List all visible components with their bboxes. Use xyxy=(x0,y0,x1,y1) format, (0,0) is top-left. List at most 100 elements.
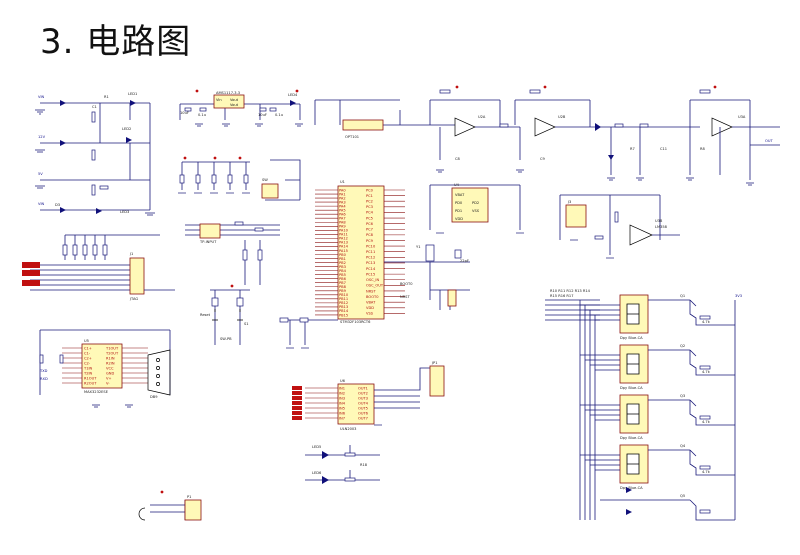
svg-text:Reset: Reset xyxy=(200,313,211,317)
driver-net-label xyxy=(292,401,302,405)
mcu-pin-label: PC15 xyxy=(366,272,375,276)
push-buttons: Reset S1 SW-PB xyxy=(200,284,250,345)
mcu-pin-label: PC14 xyxy=(366,267,376,271)
svg-text:SW: SW xyxy=(262,178,268,182)
mcu-pin-label: PB15 xyxy=(339,313,348,317)
svg-text:VBAT: VBAT xyxy=(455,193,465,197)
svg-text:C9: C9 xyxy=(540,157,546,161)
svg-text:U1: U1 xyxy=(340,180,345,184)
rs232-pin-label: C2- xyxy=(84,361,91,365)
svg-text:JTAG: JTAG xyxy=(129,297,138,301)
led-indicators: LED5 LED6 R18 xyxy=(305,445,380,484)
svg-text:LED1: LED1 xyxy=(128,92,137,96)
svg-text:P1: P1 xyxy=(187,495,191,499)
display-res-value: 4.7k xyxy=(702,370,711,374)
display-label: Dpy Blue-CA xyxy=(620,436,643,440)
driver-net-label xyxy=(292,416,302,420)
mcu-pin-label: PA14 xyxy=(339,245,349,249)
mcu-pin-label: PC2 xyxy=(366,200,373,204)
display-transistor-label: Q2 xyxy=(680,344,685,348)
mcu-pin-label: PC9 xyxy=(366,239,374,243)
mcu-pin-label: PA12 xyxy=(339,237,348,241)
rs232-pin-label: T1OUT xyxy=(105,346,119,350)
driver-net-label xyxy=(292,411,302,415)
rs232-pin-label: R1OUT xyxy=(84,376,97,380)
driver-block: U6 ULN2003 IN1IN2IN3IN4IN5IN6IN7OUT1OUT2… xyxy=(292,361,445,431)
svg-text:Vout: Vout xyxy=(230,98,239,102)
svg-text:J1: J1 xyxy=(129,252,133,256)
display-transistor-label: Q3 xyxy=(680,394,685,398)
mcu-pin-label: PA15 xyxy=(339,249,348,253)
svg-text:TXD: TXD xyxy=(39,369,48,373)
svg-text:LED6: LED6 xyxy=(312,471,322,475)
svg-text:VSS: VSS xyxy=(472,209,480,213)
svg-text:0.1u: 0.1u xyxy=(198,113,206,117)
mcu-pin-label: PA9 xyxy=(339,225,346,229)
svg-text:22pF: 22pF xyxy=(460,259,469,263)
driver-pin-label: OUT3 xyxy=(358,396,368,400)
driver-label: ULN2003 xyxy=(340,427,356,431)
svg-text:LM358: LM358 xyxy=(655,225,668,229)
svg-text:OUT: OUT xyxy=(765,139,773,143)
mcu-pin-label: PA4 xyxy=(339,204,346,208)
mcu-pin-label: PC6 xyxy=(366,222,374,226)
driver-net-label xyxy=(292,386,302,390)
svg-text:LED2: LED2 xyxy=(122,127,131,131)
mcu-pin-label: PA7 xyxy=(339,217,346,221)
svg-text:3V3: 3V3 xyxy=(735,294,742,298)
svg-text:JP1: JP1 xyxy=(431,361,438,365)
svg-text:12V: 12V xyxy=(38,135,46,139)
display-digit xyxy=(626,303,640,325)
display-res-value: 4.7k xyxy=(702,470,711,474)
driver-net-label xyxy=(292,391,302,395)
mcu-pin-label: PB10 xyxy=(339,293,349,297)
pullup-resistors xyxy=(178,156,250,194)
comparator-block: J3 U3B LM358 xyxy=(559,194,680,259)
driver-pin-label: OUT5 xyxy=(358,406,368,410)
driver-pin-label: IN3 xyxy=(339,396,345,400)
rs232-pin-label: R2OUT xyxy=(84,381,97,385)
display-wire xyxy=(648,449,735,476)
mcu-pin-label: PB2 xyxy=(339,261,346,265)
display-wire xyxy=(600,499,735,521)
sensor-chip xyxy=(342,119,384,131)
mcu-pin-label: PC13 xyxy=(366,261,375,265)
svg-text:Vin: Vin xyxy=(216,98,222,102)
mcu-pin-label: VSS xyxy=(366,312,374,316)
driver-pin-label: IN7 xyxy=(339,416,345,420)
mcu-pin-label: PB6 xyxy=(339,277,347,281)
driver-pin-label: IN1 xyxy=(339,386,345,390)
mcu-pin-label: NRST xyxy=(366,289,376,293)
svg-text:U6: U6 xyxy=(340,379,346,383)
power-input-block: VIN 12V 5V VIN R1 LED1 LED2 C1 LED3 D3 xyxy=(35,92,155,216)
svg-text:R7: R7 xyxy=(630,147,635,151)
page-title: 3. 电路图 xyxy=(40,22,192,62)
mcu-pin-label: OSC_IN xyxy=(366,278,379,282)
display-res-value: 4.7k xyxy=(702,420,711,424)
display-resistor xyxy=(699,465,711,470)
svg-text:U4: U4 xyxy=(454,183,460,187)
display-extra-transistor: Q5 xyxy=(600,487,735,521)
svg-text:Y1: Y1 xyxy=(416,245,420,249)
driver-pin-label: OUT6 xyxy=(358,411,369,415)
svg-text:D3: D3 xyxy=(55,203,60,207)
rs232-pin-label: C1+ xyxy=(84,346,92,350)
display-digit xyxy=(626,453,640,475)
rs232-pin-label: V- xyxy=(106,381,110,385)
mcu-pin-label: PB14 xyxy=(339,309,349,313)
svg-text:U3B: U3B xyxy=(655,219,663,223)
mcu-pin-label: PB8 xyxy=(339,285,347,289)
rs232-pin-label: V+ xyxy=(106,376,111,380)
mcu-pin-label: PB7 xyxy=(339,281,346,285)
svg-text:SW-PB: SW-PB xyxy=(220,337,232,341)
mcu-pin-label: PA5 xyxy=(339,208,346,212)
svg-text:LED3: LED3 xyxy=(120,210,129,214)
svg-text:PD1: PD1 xyxy=(455,209,462,213)
display-wire xyxy=(648,349,735,376)
driver-pin-label: IN4 xyxy=(339,401,346,405)
driver-pin-label: OUT2 xyxy=(358,391,368,395)
